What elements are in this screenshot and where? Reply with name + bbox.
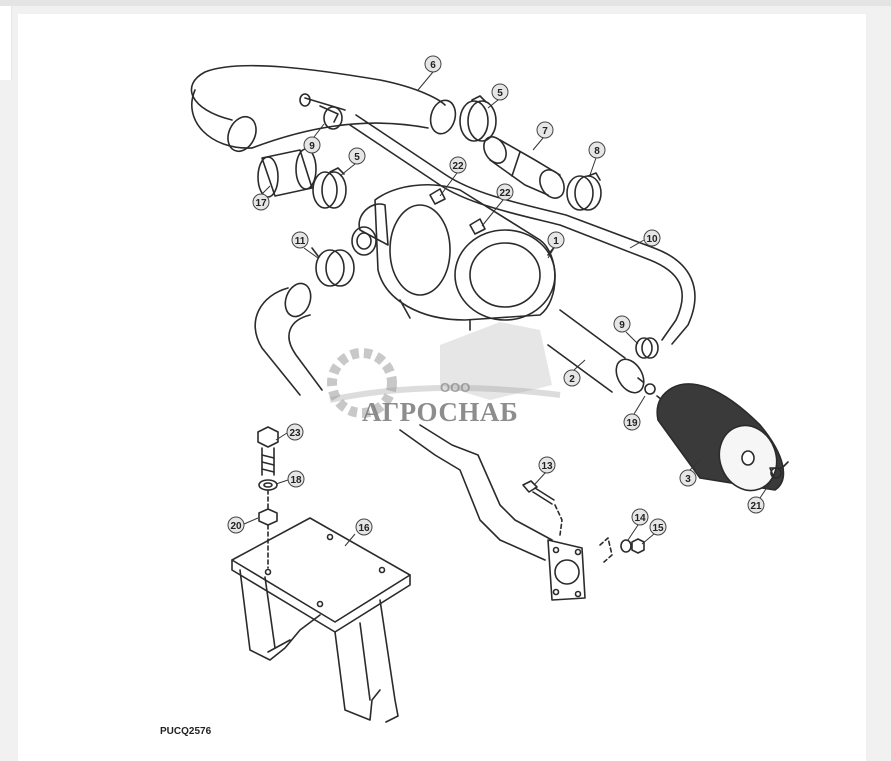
callout-6[interactable]: 6 <box>417 55 442 91</box>
svg-text:19: 19 <box>626 418 638 429</box>
svg-text:10: 10 <box>646 234 658 245</box>
callout-21[interactable]: 21 <box>747 479 773 514</box>
washer-14 <box>620 539 632 553</box>
extension-tube-2 <box>547 309 645 394</box>
nut-20 <box>258 508 278 526</box>
bolt-23 <box>257 426 279 476</box>
callout-19[interactable]: 19 <box>623 395 646 431</box>
combine-harvester-icon <box>440 322 552 400</box>
callout-3[interactable]: 3 <box>679 459 701 487</box>
svg-text:22: 22 <box>452 161 464 172</box>
callout-labels: 6 5 9 7 8 22 22 5 17 10 1 11 9 2 19 3 21… <box>227 55 773 547</box>
callout-14[interactable]: 14 <box>627 508 649 541</box>
callout-16[interactable]: 16 <box>344 518 373 547</box>
svg-text:7: 7 <box>542 126 548 137</box>
svg-text:21: 21 <box>750 501 762 512</box>
svg-text:2: 2 <box>569 374 575 385</box>
watermark-company-form: ООО <box>440 380 470 395</box>
callout-9-right[interactable]: 9 <box>613 315 639 345</box>
svg-text:5: 5 <box>497 88 503 99</box>
svg-text:9: 9 <box>309 141 315 152</box>
svg-text:18: 18 <box>290 475 302 486</box>
hose-clamp-8 <box>566 172 602 211</box>
svg-text:5: 5 <box>354 152 360 163</box>
hose-clamp-top <box>459 95 497 142</box>
svg-text:14: 14 <box>634 513 646 524</box>
callout-11[interactable]: 11 <box>291 231 319 259</box>
callout-22-upper[interactable]: 22 <box>439 156 467 197</box>
vent-tube-10 <box>349 114 696 345</box>
nut-15 <box>631 538 645 554</box>
watermark-name: АГРОСНАБ <box>362 397 518 427</box>
svg-text:16: 16 <box>358 523 370 534</box>
intake-hose-upper <box>190 64 457 153</box>
figure-code: PUCQ2576 <box>160 726 212 737</box>
callout-2[interactable]: 2 <box>563 359 586 387</box>
svg-text:20: 20 <box>230 521 242 532</box>
svg-text:23: 23 <box>289 428 301 439</box>
hose-clamp-left <box>312 167 347 209</box>
hose-clamp-right <box>635 337 659 359</box>
callout-5-top[interactable]: 5 <box>487 83 509 109</box>
hose-coupler-17 <box>257 148 317 198</box>
svg-text:8: 8 <box>594 146 600 157</box>
callout-22-lower[interactable]: 22 <box>481 183 514 227</box>
svg-text:3: 3 <box>685 474 691 485</box>
lower-elbow-hose <box>254 282 323 396</box>
callout-7[interactable]: 7 <box>532 121 554 151</box>
hose-clamp-11 <box>311 247 355 287</box>
svg-text:1: 1 <box>553 236 559 247</box>
callout-1[interactable]: 1 <box>547 231 565 259</box>
diagram-sheet <box>18 14 866 761</box>
callout-5-left[interactable]: 5 <box>339 147 366 177</box>
callout-15[interactable]: 15 <box>641 518 667 545</box>
left-tab[interactable] <box>0 6 12 80</box>
gear-icon <box>327 348 397 418</box>
svg-text:6: 6 <box>430 60 436 71</box>
mounting-bracket-16 <box>231 517 411 723</box>
filter-element-3 <box>656 383 785 492</box>
callout-8[interactable]: 8 <box>588 141 606 176</box>
outlet-pipe-flange <box>399 424 586 601</box>
watermark-logo: ООО АГРОСНАБ <box>327 322 561 427</box>
svg-text:11: 11 <box>295 236 306 247</box>
bolt-13 <box>522 480 555 505</box>
washer-18 <box>258 479 278 491</box>
callout-18[interactable]: 18 <box>275 470 305 488</box>
hose-7 <box>483 136 565 199</box>
svg-text:15: 15 <box>652 523 664 534</box>
top-strip <box>0 0 891 6</box>
wing-nut-21 <box>769 461 789 479</box>
callout-9-top[interactable]: 9 <box>303 123 325 154</box>
svg-text:22: 22 <box>499 188 511 199</box>
callout-17[interactable]: 17 <box>252 185 271 211</box>
callout-20[interactable]: 20 <box>227 516 259 534</box>
svg-text:9: 9 <box>619 320 625 331</box>
svg-text:17: 17 <box>255 198 267 209</box>
vent-pipe-top <box>299 93 346 130</box>
callout-23[interactable]: 23 <box>275 423 304 441</box>
callout-10[interactable]: 10 <box>629 229 661 249</box>
svg-text:13: 13 <box>541 461 553 472</box>
callout-13[interactable]: 13 <box>534 456 556 485</box>
